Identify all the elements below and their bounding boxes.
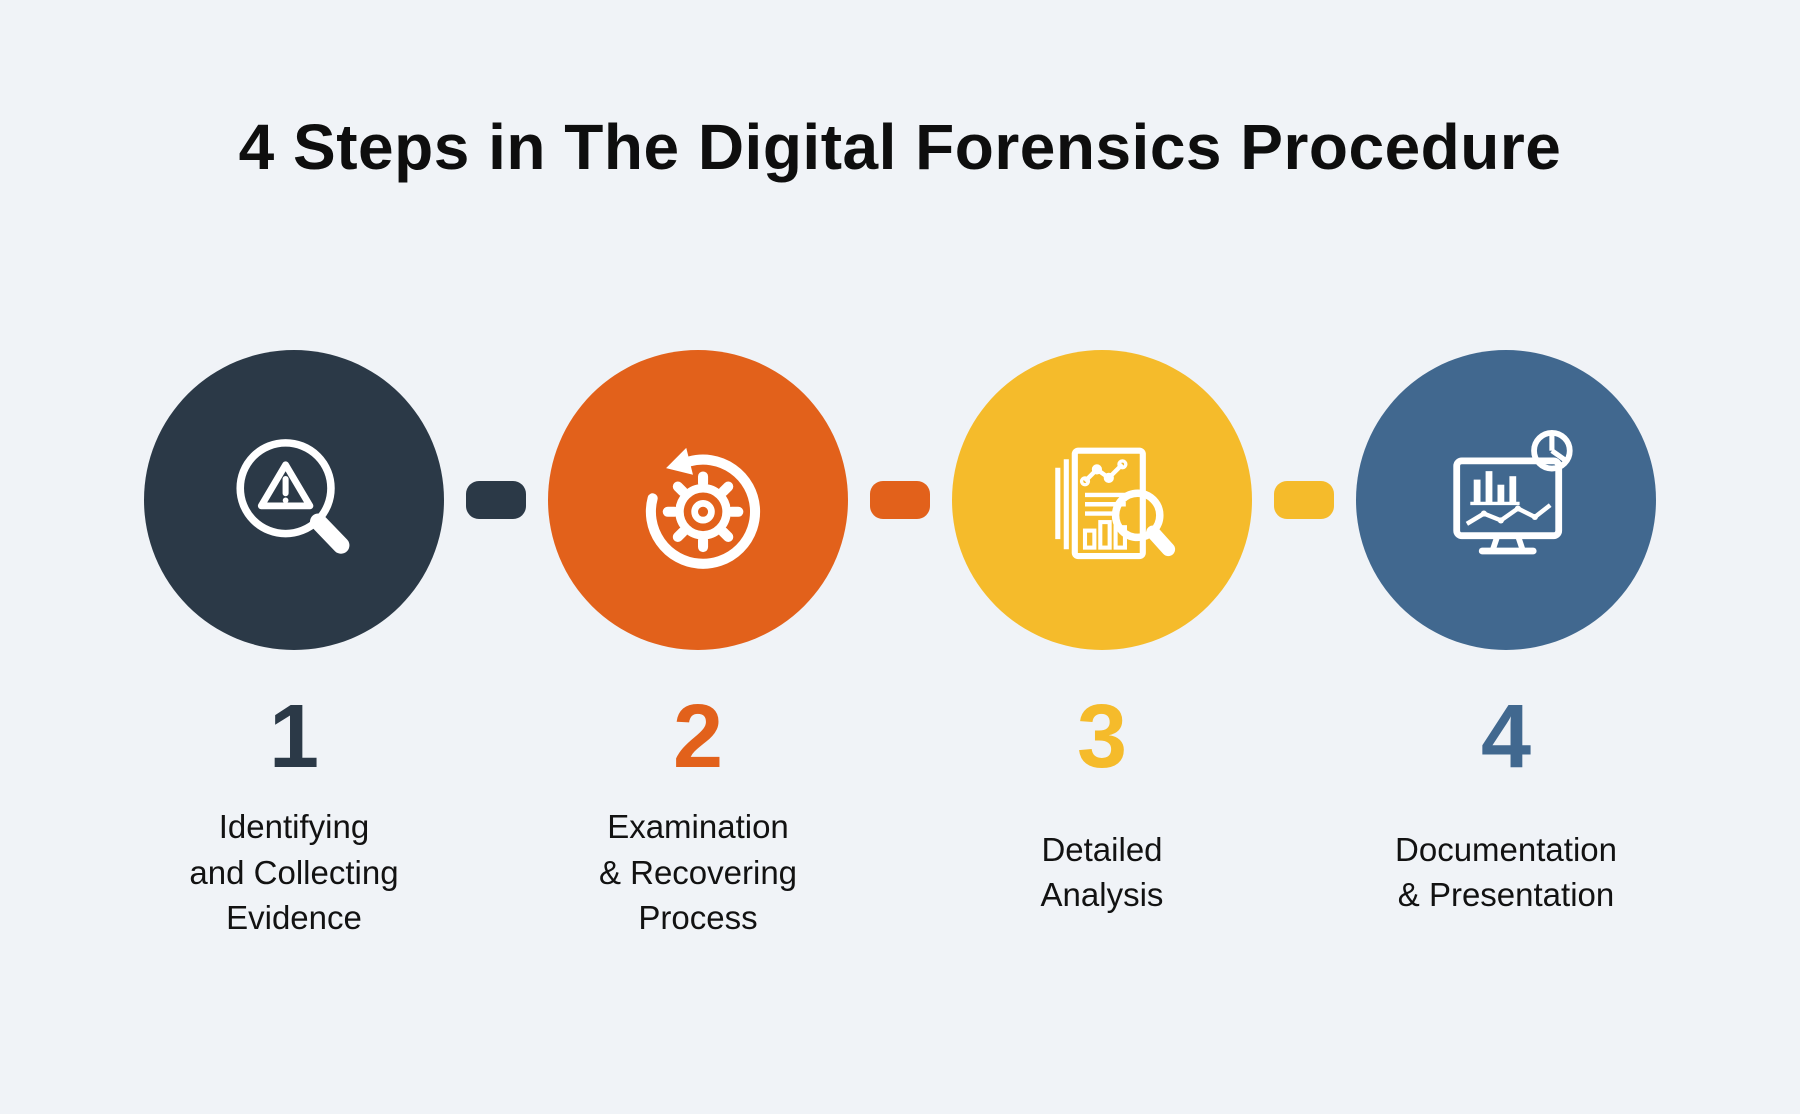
- infographic: 4 Steps in The Digital Forensics Procedu…: [0, 111, 1800, 948]
- step-1-circle: [144, 350, 444, 651]
- connector-3: [1274, 481, 1334, 520]
- step-3: 3 Detailed Analysis: [952, 350, 1252, 948]
- step-1-label: Identifying and Collecting Evidence: [189, 808, 399, 937]
- step-1: 1 Identifying and Collecting Evidence: [144, 350, 444, 948]
- step-3-number: 3: [1076, 687, 1128, 788]
- step-3-label: Detailed Analysis: [1040, 830, 1164, 914]
- step-2-label-wrap: Examination & Recovering Process: [599, 796, 797, 948]
- step-1-number: 1: [268, 687, 320, 788]
- connector-1: [466, 481, 526, 520]
- step-4-number: 4: [1480, 687, 1532, 788]
- step-2-label: Examination & Recovering Process: [598, 808, 798, 937]
- step-4-label: Documentation & Presentation: [1395, 830, 1617, 914]
- step-2: 2 Examination & Recovering Process: [548, 350, 848, 948]
- step-2-circle: [548, 350, 848, 651]
- step-1-label-wrap: Identifying and Collecting Evidence: [189, 796, 398, 948]
- step-2-number: 2: [672, 687, 724, 788]
- step-4-label-wrap: Documentation & Presentation: [1395, 796, 1617, 948]
- connector-2: [870, 481, 930, 520]
- report-magnifier-icon: [1055, 448, 1176, 560]
- gear-recovery-icon: [645, 448, 761, 570]
- step-3-label-wrap: Detailed Analysis: [1041, 796, 1164, 948]
- step-4-circle: [1356, 350, 1656, 651]
- page-title: 4 Steps in The Digital Forensics Procedu…: [238, 111, 1562, 183]
- step-3-circle: [952, 350, 1252, 651]
- step-4: 4 Documentation & Presentation: [1356, 350, 1656, 948]
- steps-row: 1 Identifying and Collecting Evidence: [0, 350, 1800, 948]
- dashboard-monitor-icon: [1453, 430, 1573, 555]
- magnifier-warning-icon: [236, 439, 350, 555]
